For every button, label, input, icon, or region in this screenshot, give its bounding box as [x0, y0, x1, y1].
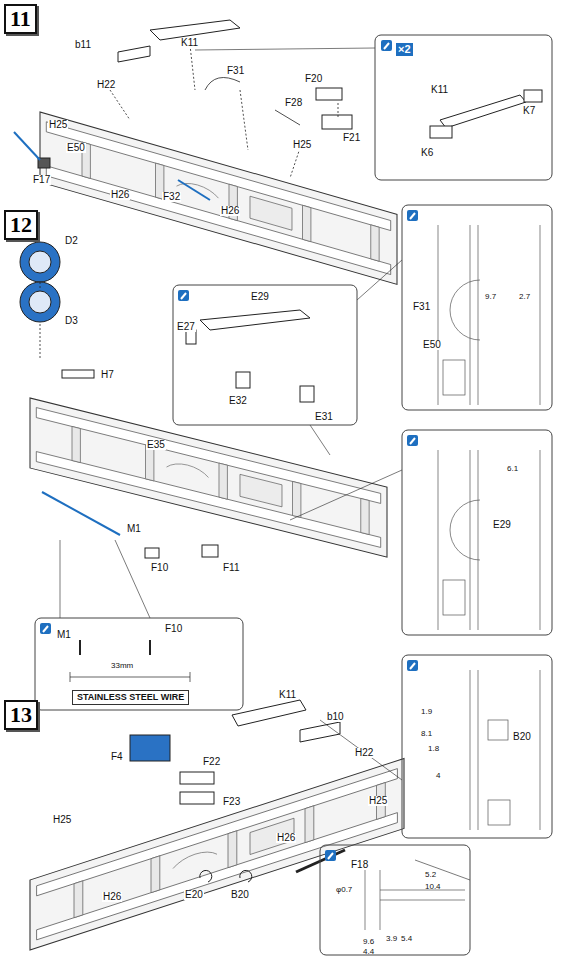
part-number: E31	[314, 412, 334, 422]
part-number: F22	[202, 757, 221, 767]
part-number: H7	[100, 370, 115, 380]
step-number: 12	[6, 212, 36, 238]
part-number: K7	[522, 106, 536, 116]
part-number: F32	[162, 192, 181, 202]
dimension: 10.4	[424, 883, 442, 891]
dimension: 33mm	[110, 662, 134, 670]
part-number: E29	[250, 292, 270, 302]
dimension: 5.4	[400, 935, 413, 943]
step-number: 13	[6, 702, 36, 728]
dimension: 9.6	[362, 938, 375, 946]
part-number: F4	[110, 752, 124, 762]
material-note: STAINLESS STEEL WIRE	[72, 690, 189, 705]
quantity-mark: ×2	[396, 43, 413, 56]
dimension: 4	[435, 772, 441, 780]
part-number: F17	[32, 175, 51, 185]
part-number: F10	[164, 624, 183, 634]
part-number: H22	[96, 80, 116, 90]
part-number: H25	[292, 140, 312, 150]
part-number: D3	[64, 316, 79, 326]
dimension: 9.7	[484, 293, 497, 301]
part-number: E29	[492, 520, 512, 530]
part-number: F23	[222, 797, 241, 807]
part-number: M1	[56, 630, 72, 640]
step-number: 11	[6, 6, 35, 32]
part-number: F21	[342, 133, 361, 143]
part-number: K11	[180, 38, 199, 48]
part-number: H26	[220, 206, 240, 216]
dimension: φ0.7	[335, 886, 353, 894]
step-number-box: 12	[4, 210, 38, 240]
dimension: 6.1	[506, 465, 519, 473]
part-number: E50	[66, 143, 86, 153]
part-number: F31	[412, 302, 431, 312]
part-number: E50	[422, 340, 442, 350]
part-number: F11	[222, 563, 241, 573]
step-number-box: 13	[4, 700, 38, 730]
dimension: 1.9	[420, 708, 433, 716]
part-number: H26	[102, 892, 122, 902]
part-number: H25	[368, 796, 388, 806]
part-number: B20	[512, 732, 532, 742]
dimension: 8.1	[420, 730, 433, 738]
part-number: H25	[48, 120, 68, 130]
part-number: F18	[350, 860, 369, 870]
part-number: H25	[52, 815, 72, 825]
part-number: E20	[184, 890, 204, 900]
part-number: F20	[304, 74, 323, 84]
dimension: 5.2	[424, 871, 437, 879]
dimension: 4.4	[362, 948, 375, 956]
part-number: H22	[354, 748, 374, 758]
part-number: F10	[150, 563, 169, 573]
part-number: B20	[230, 890, 250, 900]
dimension: 2.7	[518, 293, 531, 301]
part-number: b11	[74, 40, 92, 50]
part-number: E32	[228, 396, 248, 406]
step-number-box: 11	[4, 4, 37, 34]
part-number: K11	[278, 690, 297, 700]
part-number: D2	[64, 236, 79, 246]
part-number: M1	[126, 524, 142, 534]
part-number: H26	[276, 833, 296, 843]
part-number: K11	[430, 85, 449, 95]
part-number: K6	[420, 148, 434, 158]
dimension: 3.9	[385, 935, 398, 943]
part-number: F31	[226, 66, 245, 76]
dimension: 1.8	[427, 745, 440, 753]
part-number: E35	[146, 440, 166, 450]
part-number: b10	[326, 712, 345, 722]
part-number: E27	[176, 322, 196, 332]
part-number: H26	[110, 190, 130, 200]
part-number: F28	[284, 98, 303, 108]
